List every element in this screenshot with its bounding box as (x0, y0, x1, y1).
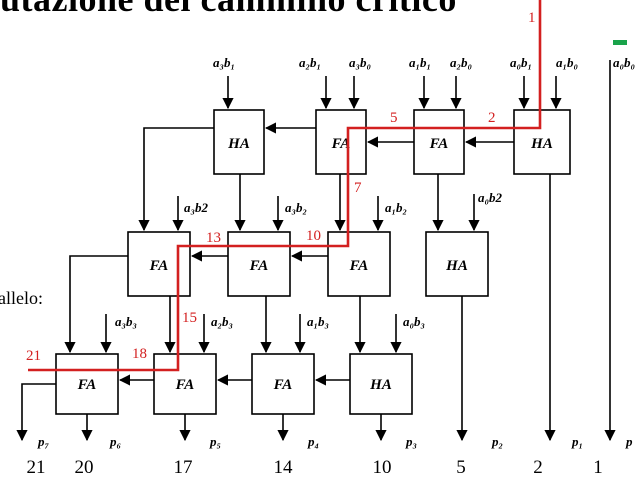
row3-carry-wires (16, 374, 350, 442)
cell-r2-ha (425, 231, 489, 297)
cell-label: HA (369, 377, 392, 393)
input-label: a₁b₃ (307, 314, 329, 329)
output-label: p₇ (37, 434, 50, 449)
row3-output-wires (81, 414, 387, 442)
output-label: p (625, 434, 633, 449)
cell-r2-fa-c (327, 231, 391, 297)
cell-label: FA (149, 258, 169, 274)
output-label: p₂ (491, 434, 503, 449)
cell-r2-fa-b (227, 231, 291, 297)
input-label: a₂b₁ (299, 55, 321, 70)
cell-label: FA (429, 136, 449, 152)
row2-sum-wires (164, 296, 468, 442)
input-label: a₃b₀ (349, 55, 371, 70)
delay-label: 10 (306, 228, 321, 244)
delay-label: 1 (528, 10, 536, 26)
input-label: a₃b₂ (285, 200, 307, 215)
bottom-delay: 2 (533, 457, 543, 478)
accent-dash (613, 40, 627, 45)
output-label: p₆ (109, 434, 122, 449)
input-label: a₃b₁ (213, 55, 235, 70)
input-label: a₂b₀ (450, 55, 472, 70)
delay-label: 21 (26, 348, 41, 364)
input-label: a₃b2 (184, 200, 209, 215)
row2-carry-wires (64, 250, 328, 354)
input-label: a₀b2 (478, 190, 503, 205)
input-label: a₀b₃ (403, 314, 425, 329)
input-label: a₀b₀ (613, 55, 635, 70)
delay-label: 2 (488, 110, 496, 126)
cell-r3-fa-a (55, 353, 119, 415)
delay-label: 18 (132, 346, 147, 362)
side-label: allelo: (0, 288, 43, 308)
bottom-delay: 20 (74, 457, 94, 478)
cell-label: FA (273, 377, 293, 393)
output-label: p₁ (571, 434, 583, 449)
cell-r1-ha-left (213, 109, 265, 175)
cell-label: FA (77, 377, 97, 393)
cell-r1-fa-b (413, 109, 465, 175)
output-label: p₅ (209, 434, 221, 449)
cell-label: HA (445, 258, 468, 274)
bottom-delay: 17 (173, 457, 193, 478)
cell-label: FA (249, 258, 269, 274)
input-label: a₁b₀ (556, 55, 578, 70)
delay-label: 13 (206, 230, 221, 246)
bottom-delay: 21 (26, 457, 46, 478)
output-label: p₄ (307, 434, 319, 449)
bottom-delay: 14 (273, 457, 293, 478)
cell-r3-ha (349, 353, 413, 415)
delay-label: 15 (182, 310, 197, 326)
bottom-delay: 5 (456, 457, 466, 478)
input-label: a₁b₂ (385, 200, 407, 215)
bottom-delay: 10 (372, 457, 392, 478)
delay-label: 5 (390, 110, 398, 126)
row1-carry-wires (138, 122, 514, 232)
cell-r2-fa-a (127, 231, 191, 297)
input-label: a₃b₃ (115, 314, 137, 329)
cell-r1-fa-a (315, 109, 367, 175)
cell-label: FA (349, 258, 369, 274)
cell-label: FA (175, 377, 195, 393)
cell-r3-fa-b (153, 353, 217, 415)
cell-label: HA (227, 136, 250, 152)
row2-input-wires (172, 194, 480, 232)
top-input-wires (222, 76, 562, 110)
row3-input-wires (100, 314, 402, 354)
cell-r3-fa-c (251, 353, 315, 415)
input-label: a₂b₃ (211, 314, 233, 329)
cell-label: HA (530, 136, 553, 152)
bottom-delay: 1 (593, 457, 603, 478)
row1-sum-wires (234, 60, 616, 442)
input-label: a₁b₁ (409, 55, 431, 70)
delay-label: 7 (354, 180, 362, 196)
critical-path (28, 0, 542, 372)
cell-label: FA (331, 136, 351, 152)
input-label: a₀b₁ (510, 55, 532, 70)
output-label: p₃ (405, 434, 417, 449)
slide-title: utazione del cammino critico (0, 0, 457, 20)
